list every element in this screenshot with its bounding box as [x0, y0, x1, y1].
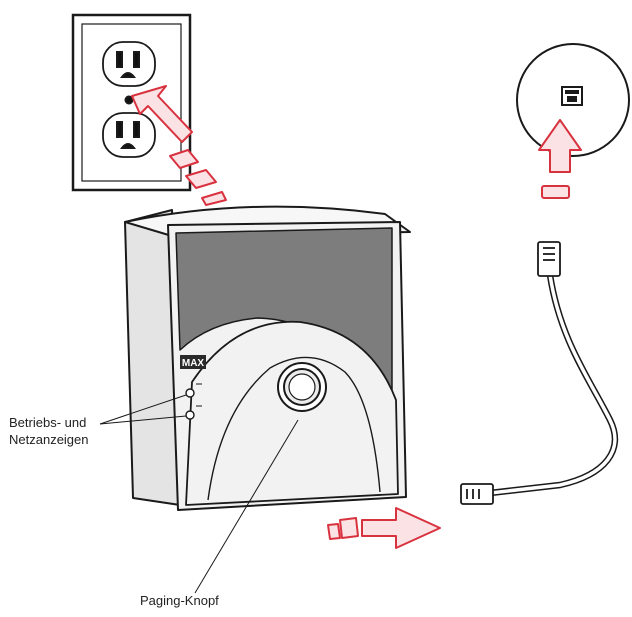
status-indicators-label: Betriebs- und Netzanzeigen	[9, 414, 89, 448]
phone-jack-icon	[516, 43, 630, 157]
status-label-line2: Netzanzeigen	[9, 432, 89, 447]
status-label-line1: Betriebs- und	[9, 415, 87, 430]
rj11-plug-icon	[537, 241, 561, 277]
paging-button	[277, 362, 327, 412]
power-outlet-icon	[71, 13, 192, 192]
arrow-icon-port	[327, 507, 441, 549]
outlet-socket-upper	[102, 41, 156, 87]
rj11-plug-icon-bottom	[460, 483, 494, 505]
paging-button-label: Paging-Knopf	[140, 593, 219, 608]
leader-lines	[99, 394, 299, 594]
device: MAX	[124, 205, 411, 511]
arrow-icon-jack	[538, 119, 582, 199]
status-leds	[185, 383, 202, 420]
phone-cable	[489, 274, 619, 497]
arrow-icon-outlet	[131, 85, 227, 206]
outlet-socket-lower	[102, 112, 156, 158]
device-brand-badge: MAX	[180, 355, 206, 369]
svg-text:MAX: MAX	[182, 358, 205, 369]
